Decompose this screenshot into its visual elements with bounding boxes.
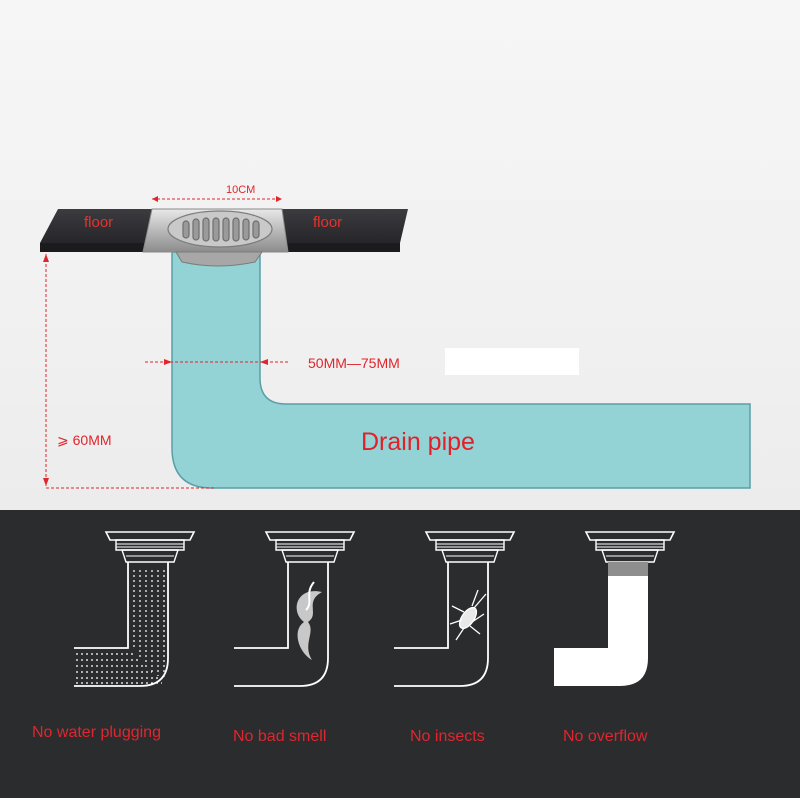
cockroach-icon xyxy=(449,589,487,641)
smell-wisp-icon xyxy=(296,591,322,660)
depth-label: ⩾ 60MM xyxy=(57,432,112,448)
smell-line xyxy=(305,581,315,611)
floor-left-label: floor xyxy=(84,214,114,231)
water-flow-pipe-icon xyxy=(73,531,195,687)
pipe-label: Drain pipe xyxy=(361,428,475,456)
installation-graphic xyxy=(40,196,751,489)
depth-dimension xyxy=(43,254,214,489)
smell-pipe-icon xyxy=(233,531,355,687)
drain-grate xyxy=(182,217,260,242)
sealed-pipe-icon xyxy=(554,531,675,686)
insect-pipe-icon xyxy=(393,531,515,687)
feature-label-insects: No insects xyxy=(410,728,485,745)
feature-label-water-plugging: No water plugging xyxy=(32,724,161,741)
features-panel: No water plugging No bad smell No insect… xyxy=(0,510,800,798)
blank-panel xyxy=(445,348,579,375)
width-label: 10CM xyxy=(226,184,256,196)
floor-right-label: floor xyxy=(313,214,343,231)
feature-label-bad-smell: No bad smell xyxy=(233,728,327,745)
width-dimension xyxy=(152,196,282,202)
floor-drain xyxy=(142,208,289,267)
drain-pipe xyxy=(171,251,751,489)
feature-label-overflow: No overflow xyxy=(563,728,648,745)
feature-icons xyxy=(73,531,675,687)
diameter-label: 50MM—75MM xyxy=(308,355,400,371)
diameter-dimension xyxy=(145,359,288,365)
installation-diagram: floor floor 10CM 50MM—75MM ⩾ 60MM Drain … xyxy=(0,0,800,510)
